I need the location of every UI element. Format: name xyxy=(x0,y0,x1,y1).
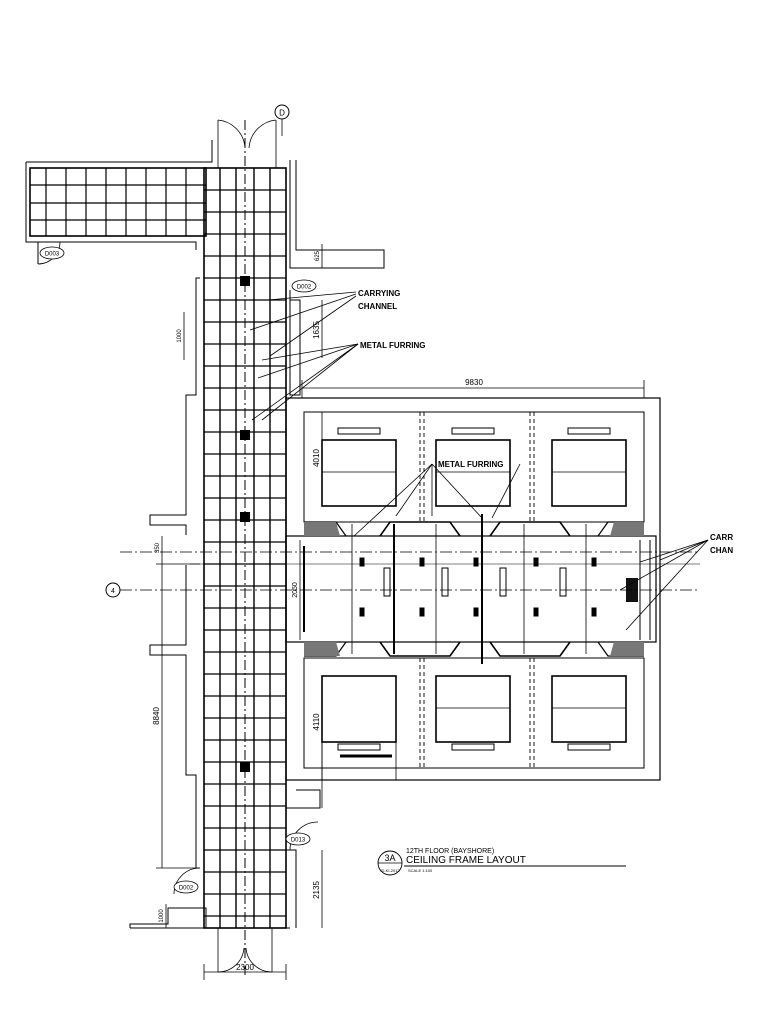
top-doors xyxy=(37,119,319,973)
detail-number: 3A xyxy=(384,853,395,863)
door-tag-d1: D003 xyxy=(39,246,65,260)
corridor-walls xyxy=(129,160,385,929)
dim-car-upper: 4010 xyxy=(312,449,321,467)
dimension-texts: 9830 8840 2300 1635 2135 4010 4110 2050 … xyxy=(152,250,483,972)
svg-text:D002: D002 xyxy=(297,285,312,291)
corridor-ceiling-grid xyxy=(203,120,287,975)
dim-top-width: 9830 xyxy=(465,378,483,387)
dimension-lines xyxy=(156,244,645,980)
dim-small-left: 350 xyxy=(155,542,161,553)
title-main: CEILING FRAME LAYOUT xyxy=(406,855,526,866)
door-tag-d2: D002 xyxy=(291,279,317,293)
hangers xyxy=(240,276,250,772)
grid-bubble-top: D xyxy=(274,104,290,136)
lobby-ceiling-band xyxy=(285,514,657,664)
lift-cars xyxy=(321,427,627,780)
carrying-channel-label: CARRYING xyxy=(358,289,400,298)
dim-upper-vert: 1635 xyxy=(312,321,321,339)
svg-text:D: D xyxy=(279,109,285,118)
svg-text:D002: D002 xyxy=(179,886,194,892)
lift-lobby xyxy=(285,397,661,781)
metal-furring-label-2: METAL FURRING xyxy=(438,460,503,469)
dim-car-lower: 4110 xyxy=(312,713,321,731)
dim-small-bottom: 1000 xyxy=(159,909,165,923)
carrying-channel-right-label: CARR xyxy=(710,533,733,542)
carrying-channel-right-label-2: CHAN xyxy=(710,546,733,555)
dim-left-tall: 8840 xyxy=(152,707,161,725)
door-tag-d4: D002 xyxy=(173,880,199,894)
svg-text:D013: D013 xyxy=(291,838,306,844)
annotations: CARRYING CHANNEL METAL FURRING METAL FUR… xyxy=(358,289,733,555)
dim-lobby-mid: 2050 xyxy=(292,582,299,598)
grid-bubble-left: 4 xyxy=(105,582,121,598)
detail-sheet-ref: ID-KI-2012 xyxy=(380,868,400,873)
branch-ceiling-grid xyxy=(25,140,213,264)
grid-lines xyxy=(120,551,700,591)
title-scale: SCALE 1:100 xyxy=(408,868,433,873)
metal-furring-label: METAL FURRING xyxy=(360,341,425,350)
title-subtitle: 12TH FLOOR (BAYSHORE) xyxy=(406,848,494,855)
dim-spacing: 1000 xyxy=(177,329,183,343)
carrying-channel-label-2: CHANNEL xyxy=(358,302,397,311)
dim-lower-vert: 2135 xyxy=(312,881,321,899)
door-tag-d3: D013 xyxy=(285,832,311,846)
leader-lines xyxy=(249,291,709,631)
dim-bottom-width: 2300 xyxy=(236,963,254,972)
dim-small-top: 625 xyxy=(315,250,321,261)
svg-text:4: 4 xyxy=(111,588,115,595)
svg-text:D003: D003 xyxy=(45,252,60,258)
title-block: 3A ID-KI-2012 12TH FLOOR (BAYSHORE) CEIL… xyxy=(377,848,626,876)
